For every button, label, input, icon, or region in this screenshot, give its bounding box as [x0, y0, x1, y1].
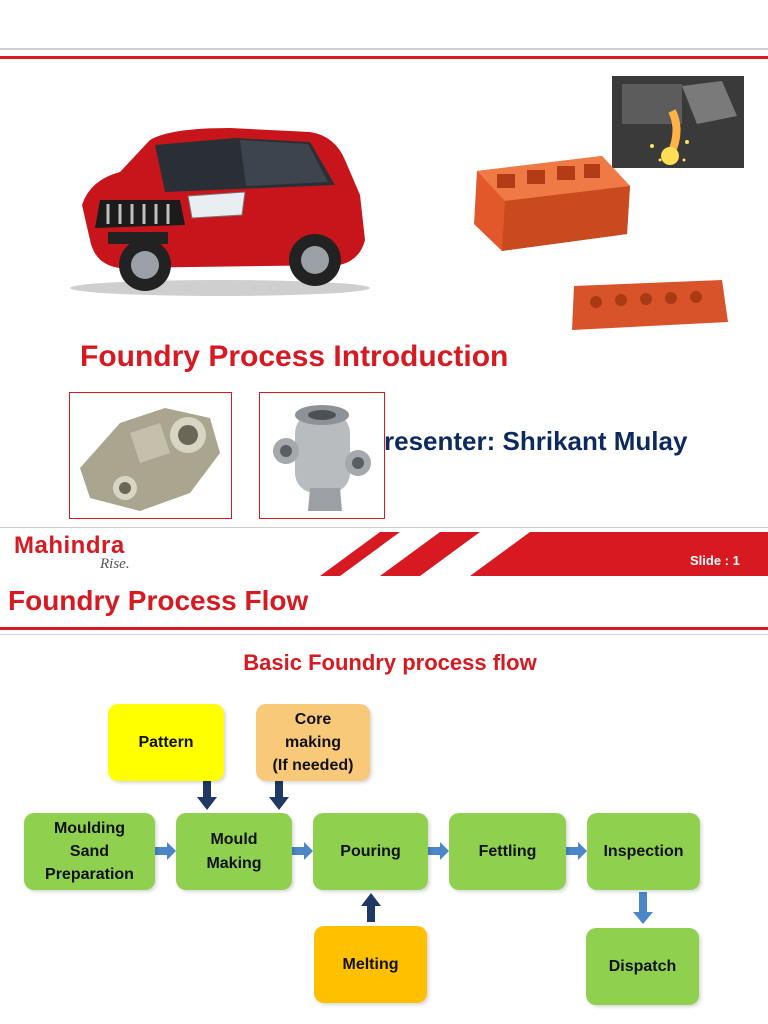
moulding-sand-preparation-box: Moulding Sand Preparation [24, 813, 155, 890]
arrow-moulding-to-mould [155, 842, 176, 860]
suv-car-image [70, 128, 370, 296]
arrow-inspection-to-dispatch [633, 892, 653, 924]
flow-header-grey-rule [0, 634, 768, 635]
footer-red-stripes [320, 532, 768, 576]
aluminum-casting-thumbnail [69, 392, 232, 519]
cylinder-head-casting-image [572, 280, 728, 330]
molten-pouring-image [612, 76, 744, 168]
mould-making-box: Mould Making [176, 813, 292, 890]
flow-subtitle: Basic Foundry process flow [243, 650, 537, 675]
flow-header-red-rule [0, 627, 768, 630]
brand-tagline: Rise. [100, 556, 130, 572]
arrow-fettling-to-inspection [566, 842, 587, 860]
arrow-pattern-to-mould [197, 780, 217, 810]
intro-slide-title: Foundry Process Introduction [80, 340, 509, 373]
inspection-box: Inspection [587, 813, 700, 890]
melting-box: Melting [314, 926, 427, 1003]
slide-number: Slide : 1 [690, 553, 740, 568]
core-making-box: Core making (If needed) [256, 704, 370, 781]
header-red-rule [0, 56, 768, 59]
cad-casting-thumbnail [259, 392, 385, 519]
aluminum-housing-image [80, 408, 220, 511]
arrow-mould-to-pouring [292, 842, 313, 860]
fettling-box: Fettling [449, 813, 566, 890]
flow-slide-title: Foundry Process Flow [8, 585, 309, 616]
presenter-name: resenter: Shrikant Mulay [384, 426, 688, 456]
gray-valve-body-image [273, 405, 371, 511]
mahindra-logo: Mahindra [14, 532, 125, 559]
pattern-box: Pattern [108, 704, 224, 781]
arrow-pouring-to-fettling [428, 842, 449, 860]
engine-block-casting-image [474, 156, 630, 251]
pouring-box: Pouring [313, 813, 428, 890]
arrow-melting-to-pouring [361, 893, 381, 922]
top-divider [0, 48, 768, 50]
dispatch-box: Dispatch [586, 928, 699, 1005]
arrow-core-to-mould [269, 780, 289, 810]
